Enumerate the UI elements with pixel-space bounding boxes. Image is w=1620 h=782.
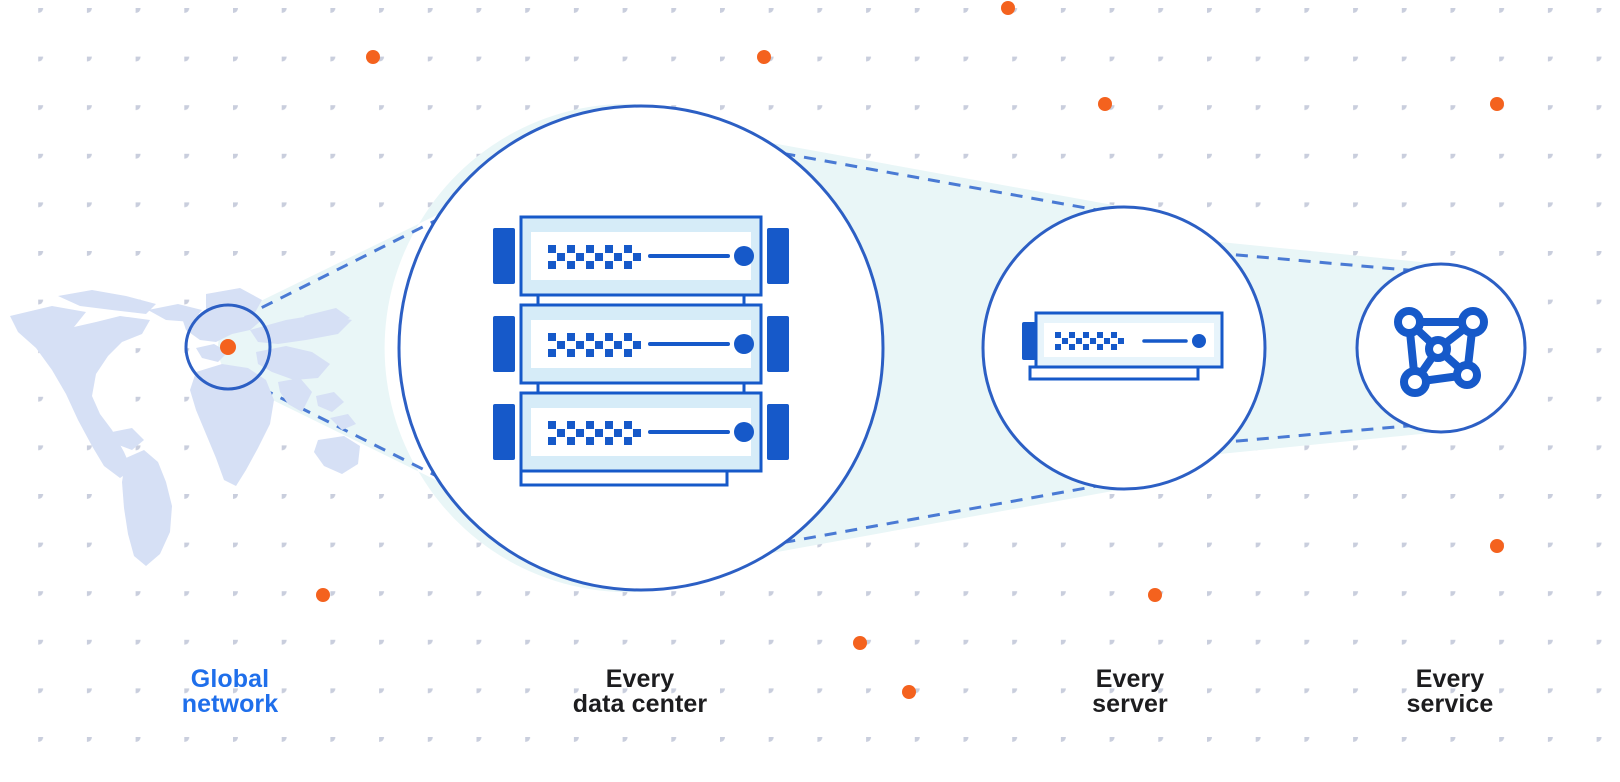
accent-dot xyxy=(316,588,330,602)
map-detail-circle xyxy=(184,303,272,391)
vent-dots-2 xyxy=(548,333,641,357)
accent-dot xyxy=(1098,97,1112,111)
stage-label-service: Every service xyxy=(1406,665,1494,718)
status-led-1 xyxy=(734,246,754,266)
mesh-node-center xyxy=(1425,336,1451,362)
accent-dot xyxy=(1490,539,1504,553)
accent-dot xyxy=(757,50,771,64)
single-server-icon xyxy=(1022,311,1224,381)
mesh-node-bottom-right xyxy=(1453,361,1481,389)
server-rack-unit-3 xyxy=(493,391,789,473)
server-rack-unit-1 xyxy=(493,215,789,297)
accent-dot xyxy=(366,50,380,64)
status-led-2 xyxy=(734,334,754,354)
mesh-node-top-right xyxy=(1458,307,1488,337)
funnel-map-to-datacenter xyxy=(217,103,660,593)
mesh-node-bottom-left xyxy=(1400,367,1430,397)
accent-dot xyxy=(902,685,916,699)
stage-label-server: Every server xyxy=(1092,665,1168,718)
rack-base-plinth xyxy=(519,469,729,487)
server-rack-icon xyxy=(493,215,789,487)
vent-dots-1 xyxy=(548,245,641,269)
accent-dot xyxy=(1148,588,1162,602)
accent-dots xyxy=(316,1,1504,699)
status-led-single xyxy=(1192,334,1206,348)
vent-dots-3 xyxy=(548,421,641,445)
single-server-plinth xyxy=(1028,365,1200,381)
world-map-icon xyxy=(10,288,360,566)
server-rack-unit-2 xyxy=(493,303,789,385)
vent-dots-single xyxy=(1055,332,1124,350)
accent-dot xyxy=(1001,1,1015,15)
status-led-3 xyxy=(734,422,754,442)
accent-dot xyxy=(1490,97,1504,111)
location-marker-dot xyxy=(220,339,236,355)
accent-dot xyxy=(853,636,867,650)
mesh-node-top-left xyxy=(1394,307,1424,337)
stage-label-data-center: Every data center xyxy=(572,665,708,718)
stage-label-global-network: Global network xyxy=(181,665,279,718)
mesh-network-icon xyxy=(1394,307,1488,397)
